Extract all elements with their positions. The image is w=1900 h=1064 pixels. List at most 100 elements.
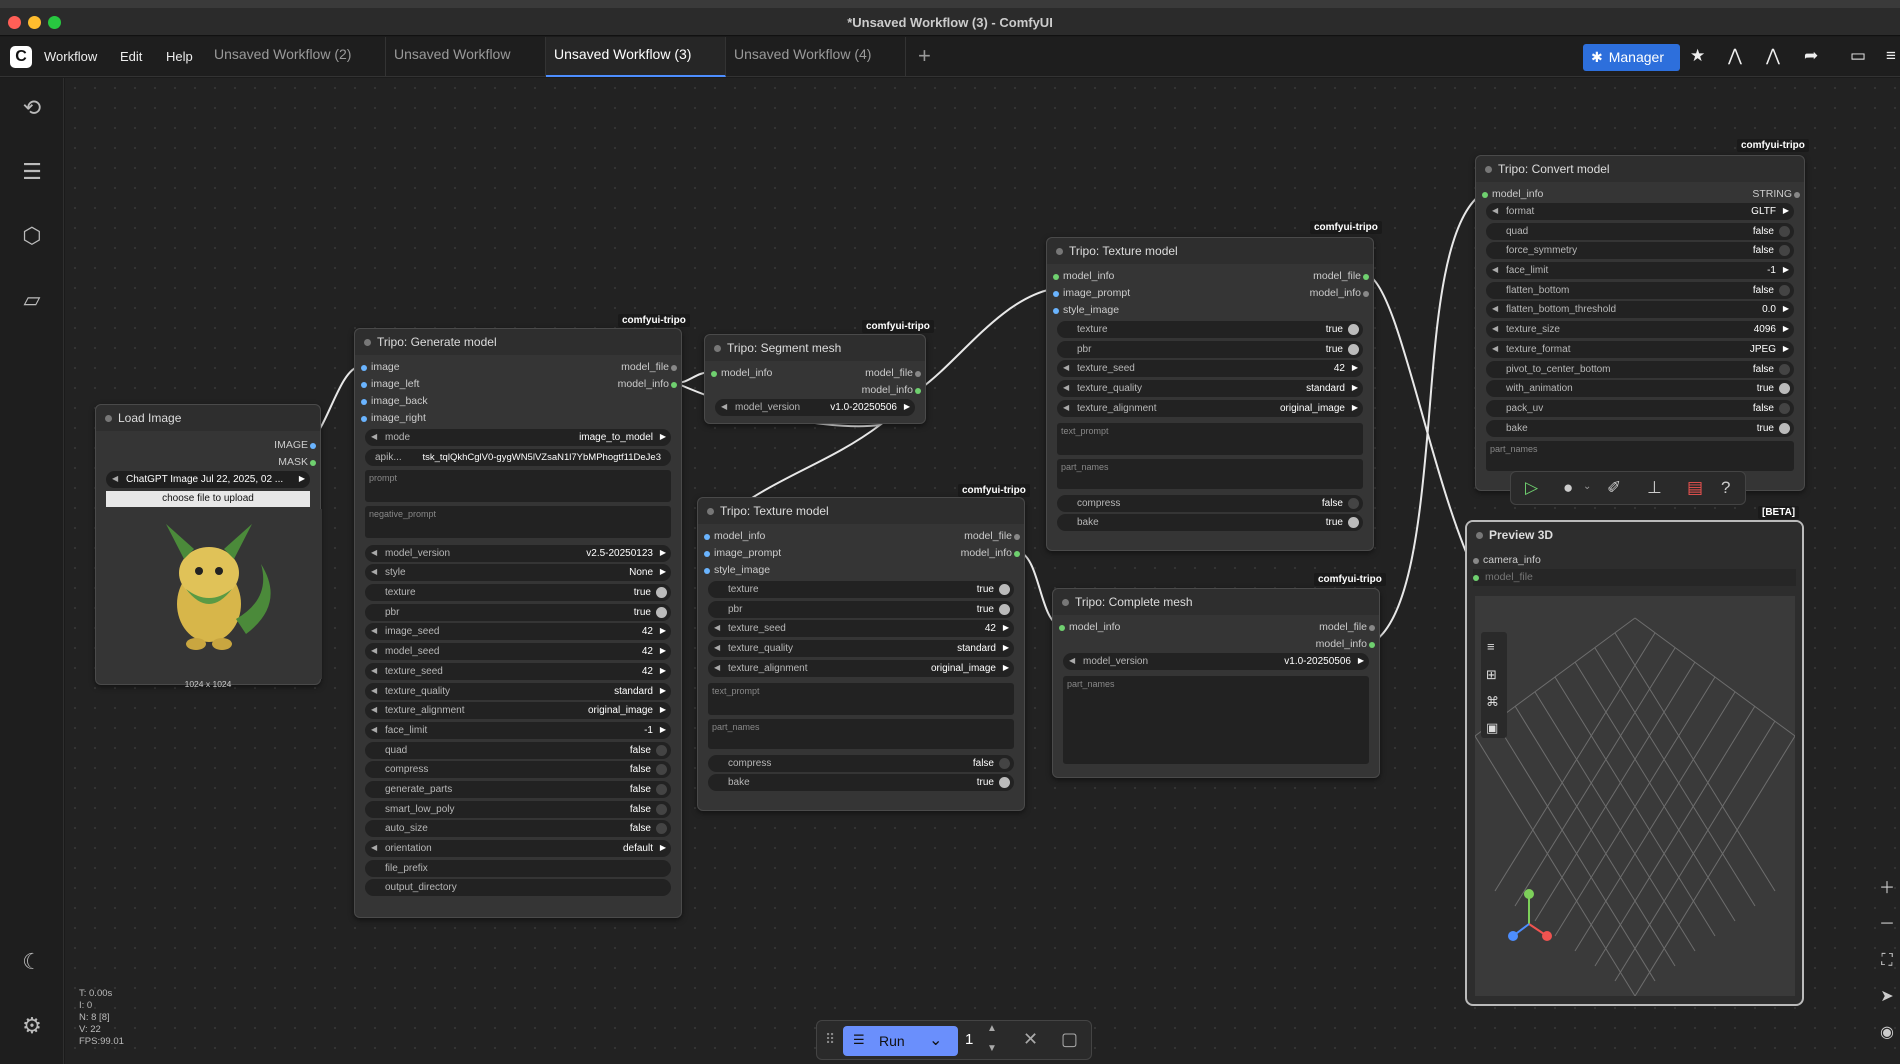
toggle-on-icon[interactable] xyxy=(999,584,1010,595)
chevron-down-icon[interactable]: ⌄ xyxy=(929,1032,943,1049)
part-names-textarea[interactable]: part_names xyxy=(1057,458,1363,489)
node-title[interactable]: Preview 3D xyxy=(1467,522,1802,548)
manager-button[interactable]: ✱Manager xyxy=(1583,44,1680,71)
share-icon[interactable]: ➦ xyxy=(1804,46,1819,65)
input-slot-icon[interactable] xyxy=(1053,291,1059,297)
input-slot-icon[interactable] xyxy=(704,534,710,540)
toggle-off-icon[interactable] xyxy=(1348,497,1359,509)
toggle-on-icon[interactable] xyxy=(656,587,667,599)
output-slot-icon[interactable] xyxy=(1369,642,1375,648)
node-title[interactable]: Tripo: Convert model xyxy=(1476,156,1804,182)
text-prompt-textarea[interactable]: text_prompt xyxy=(1057,422,1363,455)
bypass-icon[interactable]: ✐ xyxy=(1607,478,1622,497)
fit-view-icon[interactable]: ⛶ xyxy=(1881,952,1893,969)
toggle-links-eye-icon[interactable]: ◉ xyxy=(1880,1024,1894,1041)
input-slot-icon[interactable] xyxy=(1053,308,1059,314)
input-slot-icon[interactable] xyxy=(361,382,367,388)
toggle-off-icon[interactable] xyxy=(1779,363,1790,375)
toggle-off-icon[interactable] xyxy=(656,764,667,776)
prompt-textarea[interactable]: prompt xyxy=(365,469,671,502)
node-load-image[interactable]: Load Image IMAGE MASK ◀ChatGPT Image Jul… xyxy=(95,404,322,689)
node-title[interactable]: Tripo: Texture model xyxy=(698,498,1024,524)
model-alt-icon[interactable]: ⋀ xyxy=(1766,46,1780,65)
input-slot-icon[interactable] xyxy=(1053,274,1059,280)
widget-face-limit[interactable]: ◀face_limit-1▶ xyxy=(365,721,671,739)
input-slot-icon[interactable] xyxy=(1473,575,1479,581)
widget-face-limit[interactable]: ◀face_limit-1▶ xyxy=(1486,262,1794,280)
output-slot-icon[interactable] xyxy=(310,443,316,449)
input-slot-icon[interactable] xyxy=(1482,192,1488,198)
star-icon[interactable]: ★ xyxy=(1690,46,1706,65)
toggle-off-icon[interactable] xyxy=(1779,402,1790,414)
help-icon[interactable]: ? xyxy=(1721,478,1731,497)
increment-icon[interactable]: ▲ xyxy=(987,1023,997,1034)
input-slot-icon[interactable] xyxy=(361,416,367,422)
tab-unsaved-workflow-4[interactable]: Unsaved Workflow (4) xyxy=(726,37,906,77)
drag-handle-icon[interactable]: ⠿ xyxy=(825,1031,836,1047)
tab-unsaved-workflow[interactable]: Unsaved Workflow xyxy=(386,37,546,77)
queue-icon[interactable]: ☰ xyxy=(22,159,42,184)
batch-count-input[interactable]: 1 xyxy=(965,1031,974,1048)
output-slot-icon[interactable] xyxy=(1363,291,1369,297)
node-title[interactable]: Tripo: Texture model xyxy=(1047,238,1373,264)
menu-help[interactable]: Help xyxy=(166,49,193,64)
tab-unsaved-workflow-3[interactable]: Unsaved Workflow (3) xyxy=(546,37,726,77)
input-slot-icon[interactable] xyxy=(711,371,717,377)
output-slot-icon[interactable] xyxy=(310,460,316,466)
output-slot-icon[interactable] xyxy=(1014,534,1020,540)
light-icon[interactable]: ⌘ xyxy=(1486,694,1499,709)
toggle-on-icon[interactable] xyxy=(999,777,1010,789)
part-names-textarea[interactable]: part_names xyxy=(708,718,1014,749)
node-preview-3d[interactable]: Preview 3D camera_info model_file ≡ ⊞ ⌘ … xyxy=(1465,520,1804,1006)
toggle-off-icon[interactable] xyxy=(1779,284,1790,296)
model-library-icon[interactable]: ⬡ xyxy=(22,223,42,248)
output-slot-icon[interactable] xyxy=(1369,625,1375,631)
zoom-window-button[interactable] xyxy=(48,16,61,29)
decrement-icon[interactable]: ▼ xyxy=(987,1043,997,1054)
part-names-textarea[interactable]: part_names xyxy=(1486,440,1794,471)
zoom-in-icon[interactable]: ＋ xyxy=(1878,880,1895,897)
toggle-off-icon[interactable] xyxy=(656,823,667,835)
widget-output-directory[interactable]: output_directory xyxy=(365,879,671,897)
apikey-field[interactable]: apik...tsk_tqlQkhCglV0-gygWN5lVZsaN1l7Yb… xyxy=(365,448,671,466)
toggle-on-icon[interactable] xyxy=(999,603,1010,615)
toggle-on-icon[interactable] xyxy=(1348,517,1359,529)
3d-viewport[interactable]: ≡ ⊞ ⌘ ▣ xyxy=(1475,596,1795,996)
toggle-off-icon[interactable] xyxy=(656,783,667,795)
color-picker-icon[interactable]: ● xyxy=(1563,478,1574,497)
cancel-x-icon[interactable]: ✕ xyxy=(1023,1029,1039,1049)
pin-icon[interactable]: ⊥ xyxy=(1647,478,1662,497)
